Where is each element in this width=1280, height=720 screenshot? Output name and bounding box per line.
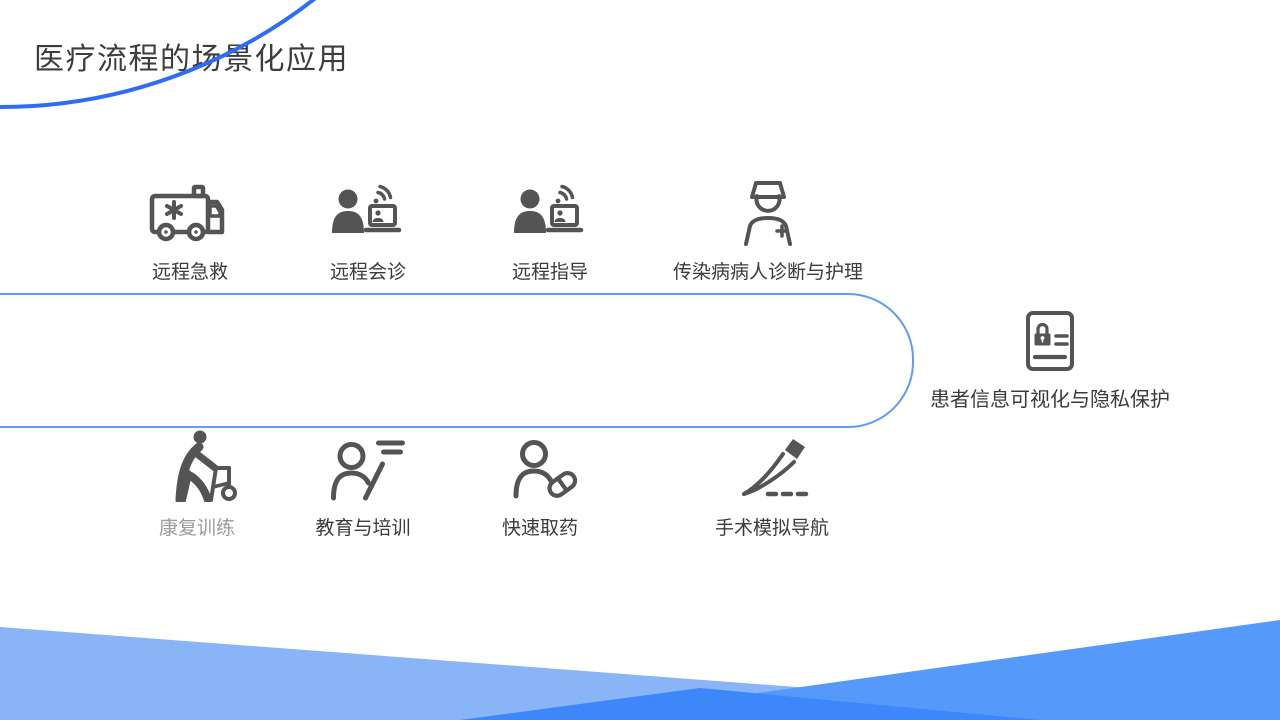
item-label: 康复训练 <box>158 518 235 539</box>
item-label: 快速取药 <box>501 518 578 539</box>
item-label: 远程急救 <box>151 262 228 283</box>
telemedicine-person-icon <box>508 182 592 246</box>
nurse-icon <box>736 180 800 246</box>
item-label: 手术模拟导航 <box>714 518 830 539</box>
telemedicine-person-icon <box>326 182 410 246</box>
elder-walker-icon <box>155 430 239 502</box>
item-surgery-navigation: 手术模拟导航 <box>715 430 829 540</box>
item-education-training: 教育与培训 <box>315 430 411 540</box>
item-label: 患者信息可视化与隐私保护 <box>930 389 1170 411</box>
item-label: 远程指导 <box>511 262 588 283</box>
footer-triangle-deep <box>460 688 1040 720</box>
education-icon <box>321 430 405 502</box>
medicine-pickup-icon <box>498 430 582 502</box>
item-fast-medicine: 快速取药 <box>498 430 582 540</box>
capsule-outline <box>0 293 914 428</box>
item-label: 教育与培训 <box>315 518 411 539</box>
scalpel-icon <box>730 430 814 502</box>
item-label: 远程会诊 <box>329 262 406 283</box>
item-rehab-training: 康复训练 <box>155 430 239 540</box>
item-patient-privacy: 患者信息可视化与隐私保护 <box>930 310 1170 412</box>
item-remote-rescue: 远程急救 <box>148 182 232 284</box>
footer-decoration <box>0 620 1280 720</box>
patient-record-lock-icon <box>1025 310 1075 372</box>
item-remote-consultation: 远程会诊 <box>326 182 410 284</box>
ambulance-icon <box>148 182 232 246</box>
slide-title: 医疗流程的场景化应用 <box>34 43 349 76</box>
item-label: 传染病病人诊断与护理 <box>672 262 864 283</box>
item-infectious-care: 传染病病人诊断与护理 <box>673 180 863 284</box>
item-remote-guidance: 远程指导 <box>508 182 592 284</box>
